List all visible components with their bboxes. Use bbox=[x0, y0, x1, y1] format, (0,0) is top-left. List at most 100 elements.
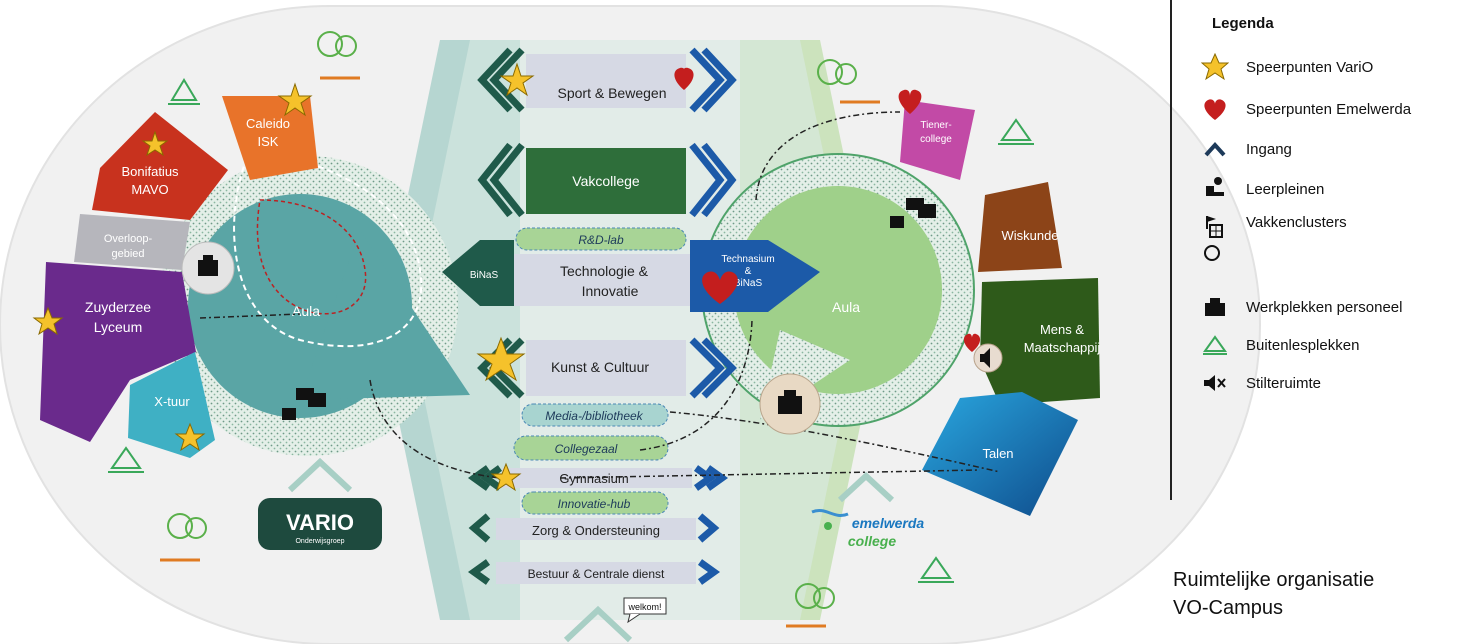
row-technologie bbox=[514, 254, 692, 306]
tree-icon bbox=[317, 31, 343, 57]
tech-label-1: Technologie & bbox=[560, 263, 649, 279]
tree-icon bbox=[817, 59, 843, 85]
vario-logo-sub: Onderwijsgroep bbox=[295, 538, 344, 545]
technasium-label-1: Technasium bbox=[721, 254, 774, 265]
quiet-room-icon bbox=[1200, 368, 1230, 398]
binas-label: BiNaS bbox=[470, 270, 499, 281]
left-aula-path-red bbox=[256, 199, 367, 315]
innovatie-pill bbox=[521, 491, 669, 515]
star-icon bbox=[1200, 52, 1230, 82]
legend-label: Vakkenclusters bbox=[1246, 214, 1347, 231]
gymnasium-label: Gymnasium bbox=[559, 471, 628, 486]
heart-icon bbox=[898, 89, 922, 114]
star-icon bbox=[141, 130, 169, 157]
rd-lab bbox=[515, 227, 687, 251]
vario-logo-text: VARIO bbox=[286, 510, 354, 535]
heart-icon bbox=[702, 271, 738, 304]
diagram-caption: Ruimtelijke organisatie VO-Campus bbox=[1173, 566, 1374, 622]
heart-icon bbox=[1200, 94, 1230, 124]
tree-icon bbox=[335, 35, 357, 57]
xtuur-label: X-tuur bbox=[154, 394, 190, 409]
overloop-label-1: Overloop- bbox=[104, 233, 153, 245]
staff-workplace-icon bbox=[181, 241, 235, 295]
emelwerda-logo-text-1: emelwerda bbox=[852, 515, 925, 531]
emelwerda-logo: emelwerda college bbox=[811, 509, 925, 549]
tiener-label-1: Tiener- bbox=[920, 120, 951, 131]
bonifatius-label-2: MAVO bbox=[131, 182, 168, 197]
entrance-chevron-icon bbox=[1200, 134, 1230, 164]
row-zorg bbox=[496, 518, 696, 540]
central-rows: Sport & Bewegen Vakcollege R&D-lab BiNaS… bbox=[442, 47, 820, 585]
technasium-label-3: BiNaS bbox=[734, 278, 763, 289]
collegezaal-pill bbox=[513, 435, 669, 461]
legend-item: Werkplekken personeel bbox=[1200, 292, 1402, 322]
outdoor-classroom-icon bbox=[108, 446, 144, 473]
outdoor-classroom-icon bbox=[918, 556, 954, 583]
star-icon bbox=[476, 336, 526, 382]
tech-label-2: Innovatie bbox=[582, 283, 639, 299]
legend-item: Stilteruimte bbox=[1200, 368, 1321, 398]
heart-icon bbox=[963, 333, 981, 352]
wedge-talen bbox=[922, 392, 1078, 516]
welkom-text: welkom! bbox=[627, 602, 661, 612]
media-label: Media-/bibliotheek bbox=[545, 409, 643, 423]
legend-item: Ingang bbox=[1200, 134, 1292, 164]
emelwerda-logo-text-2: college bbox=[848, 533, 896, 549]
legend-label: Speerpunten VariO bbox=[1246, 58, 1374, 76]
legend-item: Buitenlesplekken bbox=[1200, 330, 1359, 360]
outdoor-classroom-icon bbox=[1200, 330, 1230, 360]
caption-line-1: Ruimtelijke organisatie bbox=[1173, 569, 1375, 591]
legend-label: Leerpleinen bbox=[1246, 180, 1325, 198]
technasium-label-2: & bbox=[745, 266, 752, 277]
star-icon bbox=[277, 82, 313, 117]
caleido-label-2: ISK bbox=[258, 134, 279, 149]
left-aula-path bbox=[233, 148, 423, 348]
wedge-bonifatius bbox=[92, 112, 228, 220]
talen-label: Talen bbox=[982, 446, 1013, 461]
zorg-label: Zorg & Ondersteuning bbox=[532, 523, 660, 538]
entrance-chevron-icon bbox=[563, 605, 633, 643]
tree-icon bbox=[167, 513, 193, 539]
legend-label: Speerpunten Emelwerda bbox=[1246, 100, 1412, 118]
star-icon bbox=[499, 62, 535, 97]
legend-label: Buitenlesplekken bbox=[1246, 336, 1360, 354]
left-aula-label: Aula bbox=[292, 303, 320, 319]
overloop-label-2: gebied bbox=[111, 248, 144, 260]
rd-lab-label: R&D-lab bbox=[578, 233, 624, 247]
learning-space-icon bbox=[1200, 174, 1230, 204]
vakcollege-label: Vakcollege bbox=[572, 173, 640, 189]
row-kunst bbox=[526, 340, 686, 396]
mens-label-1: Mens & bbox=[1040, 322, 1084, 337]
speech-bubble-icon bbox=[282, 388, 326, 420]
collegezaal-label: Collegezaal bbox=[555, 442, 618, 456]
row-vakcollege bbox=[526, 148, 686, 214]
routing-lines bbox=[199, 111, 1001, 479]
binas-arrow bbox=[442, 240, 514, 306]
tree-icon bbox=[835, 63, 857, 85]
wedge-zuyderzee bbox=[40, 262, 196, 442]
tree-icon bbox=[185, 517, 207, 539]
wedge-caleido bbox=[222, 96, 318, 180]
staff-workplace-icon bbox=[759, 373, 821, 435]
row-bestuur bbox=[496, 562, 696, 584]
entrance-chevron-icon bbox=[837, 471, 895, 503]
legend-label: Ingang bbox=[1246, 140, 1292, 158]
bonifatius-label-1: Bonifatius bbox=[121, 164, 179, 179]
legend-item: Leerpleinen bbox=[1200, 174, 1324, 204]
speech-bubble-icon bbox=[890, 198, 936, 228]
quiet-room-icon bbox=[973, 343, 1003, 373]
row-gymnasium bbox=[502, 468, 692, 488]
media-pill bbox=[521, 403, 669, 427]
subject-cluster-icon bbox=[1200, 214, 1230, 264]
tree-icon bbox=[795, 583, 821, 609]
entrance-chevron-icon bbox=[287, 457, 353, 493]
legend-label: Werkplekken personeel bbox=[1246, 298, 1403, 316]
wedge-tiener bbox=[900, 100, 975, 180]
left-aula-tail bbox=[300, 230, 470, 400]
kunst-label: Kunst & Cultuur bbox=[551, 359, 649, 375]
zuyderzee-label-2: Lyceum bbox=[94, 319, 143, 335]
innovatie-label: Innovatie-hub bbox=[558, 497, 631, 511]
outdoor-classroom-icon bbox=[168, 78, 200, 105]
legend-label: Stilteruimte bbox=[1246, 374, 1322, 392]
